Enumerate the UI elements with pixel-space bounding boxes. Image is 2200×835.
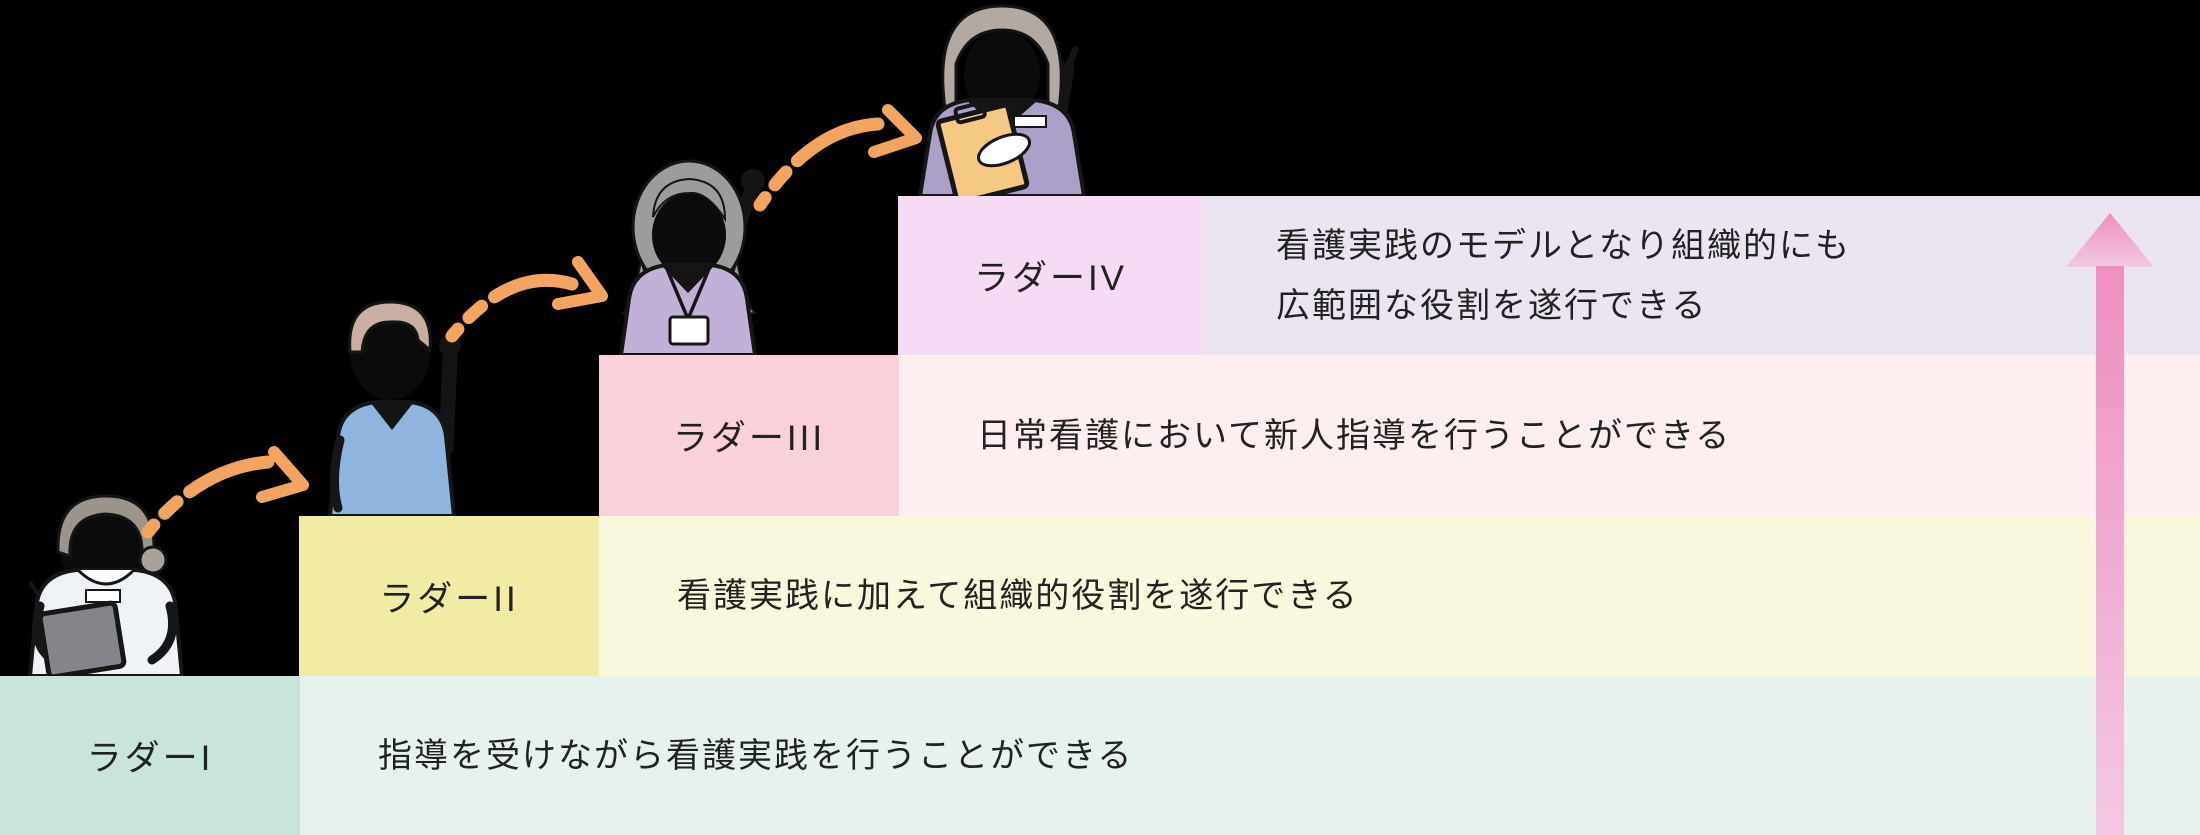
- curved-arrow-head-1: [256, 446, 309, 503]
- ladder-level-2-description: 看護実践に加えて組織的役割を遂行できる: [677, 577, 1359, 615]
- ladder-level-3-description: 日常看護において新人指導を行うことができる: [977, 416, 1732, 455]
- ladder-level-4-row: 看護実践のモデルとなり組織的にも 広範囲な役割を遂行できる ラダーIV: [898, 196, 2200, 355]
- ladder-level-4-label-box: ラダーIV: [898, 196, 1203, 355]
- nurse-illustration-level-1: [27, 494, 185, 676]
- ladder-level-1-label-box: ラダーI: [0, 676, 300, 835]
- nurse-illustration-level-2: [327, 300, 461, 516]
- ladder-level-1-label: ラダーI: [86, 739, 214, 778]
- curved-arrow-head-2: [552, 256, 608, 310]
- ladder-level-4-label: ラダーIV: [973, 259, 1128, 298]
- ladder-level-1-band: 指導を受けながら看護実践を行うことができる: [0, 676, 2200, 835]
- id-badge: [668, 315, 710, 346]
- ladder-level-3-row: 日常看護において新人指導を行うことができる ラダーIII: [599, 355, 2200, 516]
- ladder-level-2-band: 看護実践に加えて組織的役割を遂行できる: [299, 516, 2200, 676]
- ladder-level-2-label: ラダーII: [379, 579, 519, 619]
- ladder-level-2-label-box: ラダーII: [299, 516, 599, 676]
- ladder-level-2-row: 看護実践に加えて組織的役割を遂行できる ラダーII: [299, 516, 2200, 676]
- nurse-illustration-level-4: [917, 4, 1087, 196]
- ladder-level-3-label: ラダーIII: [672, 419, 826, 458]
- ladder-level-1-description: 指導を受けながら看護実践を行うことができる: [378, 736, 1134, 775]
- gloved-hand: [976, 132, 1032, 168]
- tablet: [37, 600, 127, 676]
- ladder-level-1-row: 指導を受けながら看護実践を行うことができる ラダーI: [0, 676, 2200, 835]
- nurse-illustration-level-3: [618, 159, 765, 355]
- curved-arrow-icon-2: [445, 273, 579, 343]
- ladder-level-3-label-box: ラダーIII: [599, 355, 899, 516]
- curved-arrow-icon-3: [753, 117, 885, 212]
- ladder-level-4-description: 看護実践のモデルとなり組織的にも 広範囲な役割を遂行できる: [1276, 226, 1851, 325]
- hair-bun: [138, 545, 168, 575]
